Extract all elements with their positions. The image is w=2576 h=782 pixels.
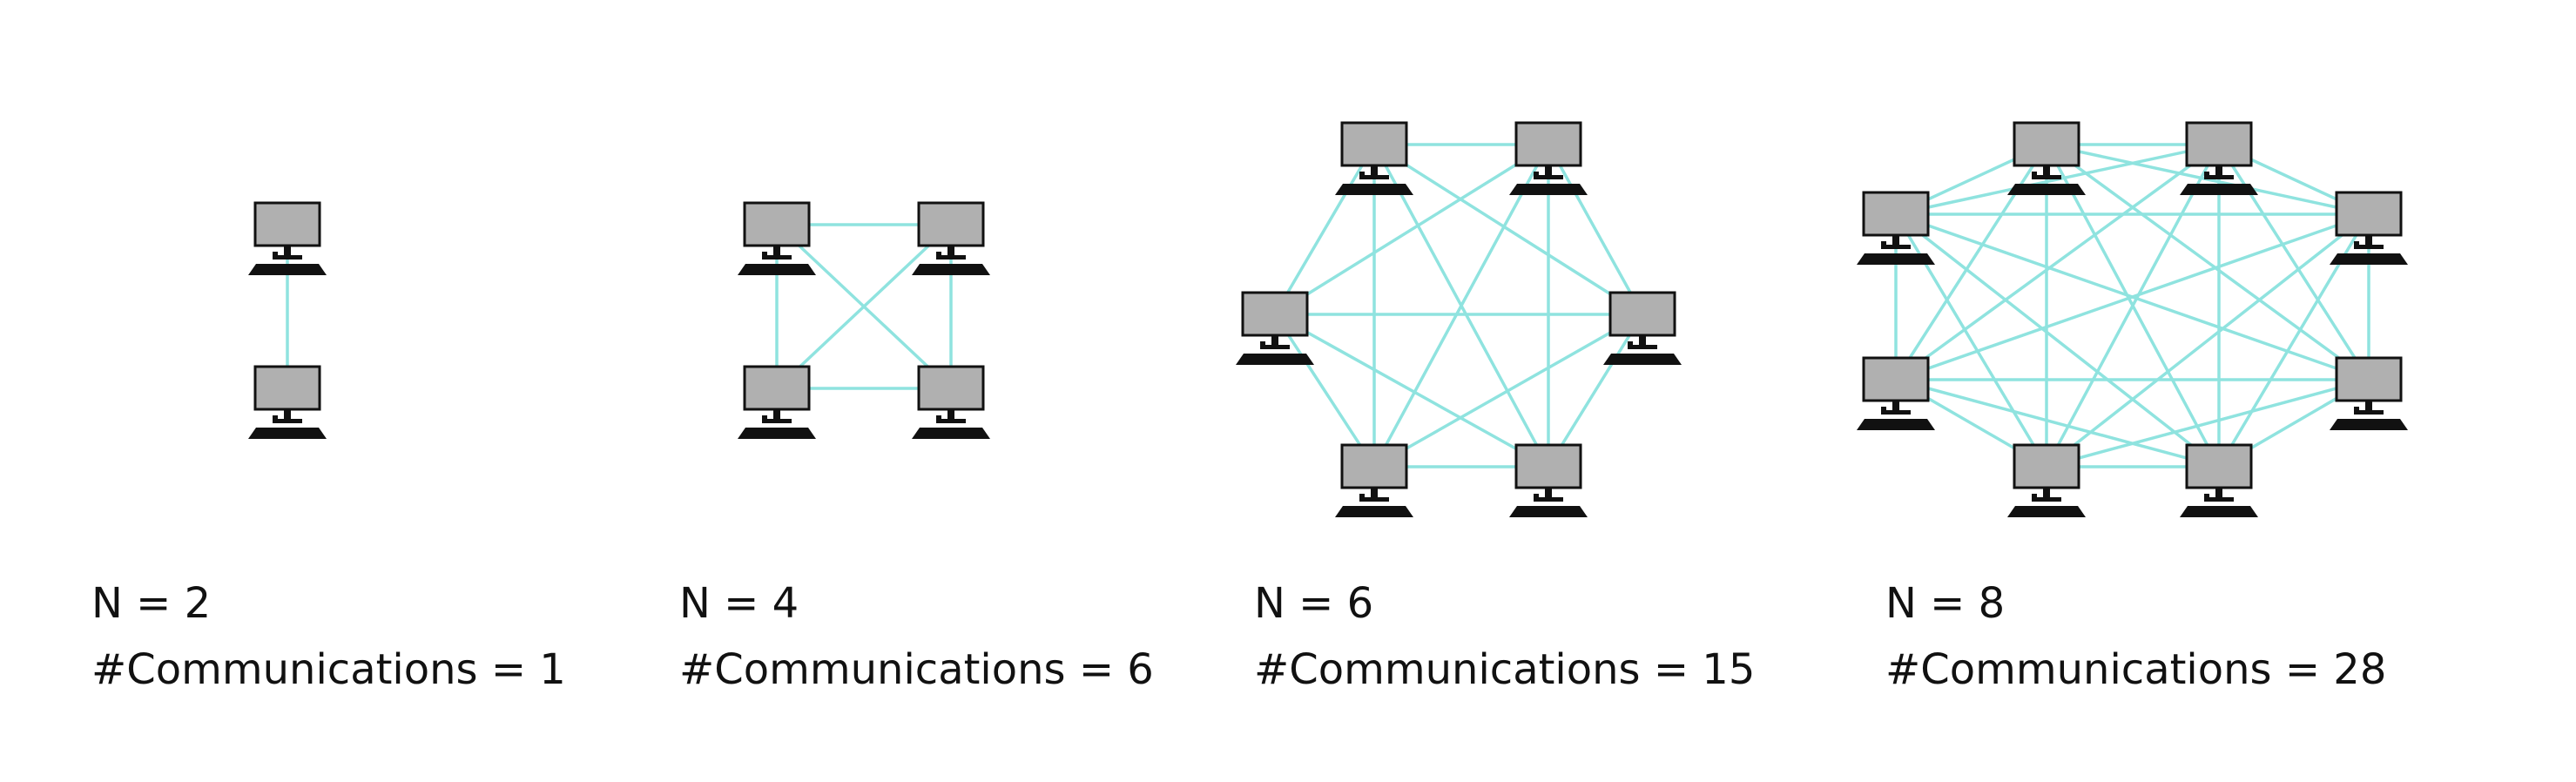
communication-link [1547,144,1644,315]
communication-link [1895,378,2220,469]
computer-icon [2180,121,2258,195]
node-count-label: N = 4 [679,579,799,628]
computer-icon [2180,443,2258,517]
communication-link [1274,143,1549,316]
panel-n6-computers [1236,121,1682,517]
panel-n8 [1857,121,2408,517]
computer-icon [738,365,816,439]
computer-icon [1857,191,1935,265]
communications-label: #Communications = 6 [679,645,1154,694]
computer-icon [1335,443,1413,517]
panel-n4-links [775,223,953,390]
communication-link [2045,144,2221,468]
panel-n4-computers [738,201,990,439]
communication-link [2045,143,2370,381]
communication-link [1894,143,2221,381]
panel-n2 [248,201,327,439]
computer-icon [1509,443,1588,517]
communication-link [1372,144,1550,468]
panel-n8-computers [1857,121,2408,517]
communication-link [2046,378,2370,469]
communication-link [1273,313,1376,468]
computer-icon [1236,291,1314,365]
communication-link [1373,143,1643,316]
panel-n6-links [1273,143,1644,469]
caption-n6: N = 6 #Communications = 15 [1254,570,1755,703]
computer-icon [1603,291,1682,365]
computer-icon [2330,191,2408,265]
computer-icon [1509,121,1588,195]
communication-link [2045,212,2370,469]
communication-link [775,223,953,390]
panel-n6 [1236,121,1682,517]
computer-icon [2007,121,2086,195]
caption-n8: N = 8 #Communications = 28 [1885,570,2386,703]
computer-icon [738,201,816,275]
node-count-label: N = 8 [1885,579,2006,628]
panel-n8-links [1894,143,2370,469]
communications-label: #Communications = 15 [1254,645,1756,694]
computer-icon [912,201,990,275]
communication-link [1273,144,1376,315]
communication-link [1274,313,1549,469]
communications-label: #Communications = 28 [1885,645,2387,694]
node-count-label: N = 2 [91,579,212,628]
communication-link [1895,212,2370,381]
node-count-label: N = 6 [1254,579,1374,628]
computer-icon [2007,443,2086,517]
communications-label: #Communications = 1 [91,645,566,694]
communication-link [1547,313,1644,468]
computer-icon [912,365,990,439]
caption-n4: N = 4 #Communications = 6 [679,570,1154,703]
computer-icon [248,201,327,275]
computer-icon [2330,356,2408,430]
computer-icon [248,365,327,439]
panel-n4 [738,201,990,439]
caption-n2: N = 2 #Communications = 1 [91,570,566,703]
communication-link [1894,212,2221,469]
communication-link [1373,313,1643,469]
computer-icon [1857,356,1935,430]
panel-n2-computers [248,201,327,439]
computer-icon [1335,121,1413,195]
